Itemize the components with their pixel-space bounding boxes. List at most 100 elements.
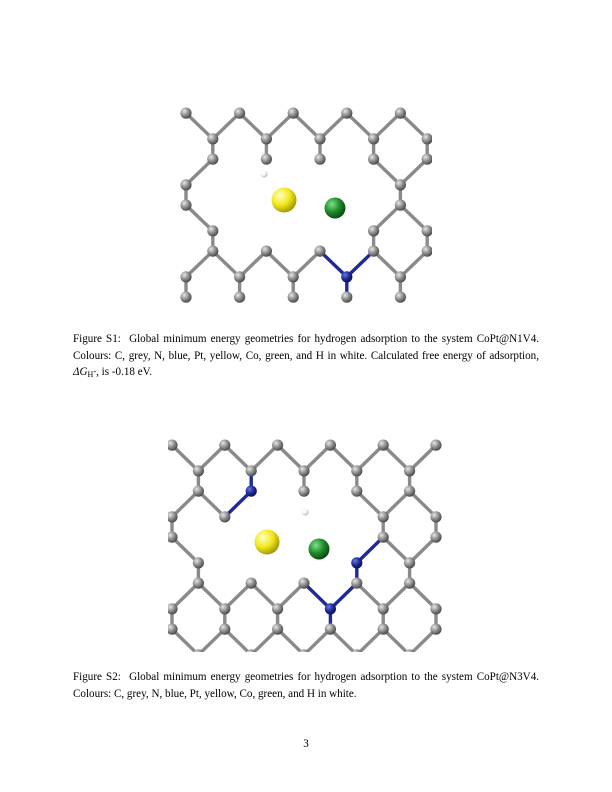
carbon-atom (351, 485, 363, 497)
carbon-atom (368, 245, 380, 257)
bond (355, 443, 385, 473)
carbon-atom (324, 623, 336, 635)
bond (398, 203, 429, 233)
carbon-atom (192, 465, 204, 477)
carbon-atom (299, 649, 309, 652)
bond (291, 111, 322, 141)
bond (302, 581, 333, 611)
bond (237, 249, 269, 279)
bond (398, 249, 429, 279)
bond (371, 249, 403, 279)
carbon-atom (377, 439, 389, 451)
carbon-atom (245, 577, 257, 589)
carbon-atom (219, 439, 231, 451)
carbon-atom (430, 623, 442, 635)
free-energy-superscript: * (93, 370, 97, 377)
carbon-atom (180, 199, 192, 211)
bond (371, 111, 403, 141)
bond (371, 203, 403, 233)
bond (249, 581, 280, 611)
nitrogen-atom (351, 557, 363, 569)
bond (170, 535, 201, 565)
carbon-atom (404, 649, 415, 652)
bond (318, 111, 349, 141)
figure-s1-caption-text: Global minimum energy geometries for hyd… (73, 333, 540, 362)
bond (381, 443, 412, 473)
carbon-atom (368, 225, 380, 237)
bond (328, 627, 357, 652)
platinum-atom (254, 529, 280, 555)
bond (381, 535, 412, 565)
bond (184, 203, 215, 233)
bond (357, 627, 385, 652)
bond (381, 581, 412, 611)
page-number: 3 (303, 738, 309, 750)
bond (407, 489, 438, 519)
carbon-atom (272, 603, 284, 615)
carbon-atom (341, 107, 353, 119)
nitrogen-atom (245, 485, 257, 497)
bond (381, 627, 410, 652)
nitrogen-atom (324, 603, 336, 615)
carbon-atom (394, 291, 406, 303)
carbon-atom (394, 271, 406, 283)
carbon-atom (394, 107, 406, 119)
bond (302, 443, 333, 473)
bond (196, 443, 227, 473)
bond (184, 157, 215, 187)
carbon-atom (168, 623, 178, 635)
figure-s2-caption: Figure S2: Global minimum energy geometr… (73, 669, 539, 702)
bond (184, 249, 215, 279)
carbon-atom (421, 133, 432, 145)
bond (355, 489, 385, 519)
bond (407, 535, 438, 565)
figure-s2-structure (168, 438, 444, 652)
carbon-atom (207, 133, 219, 145)
carbon-atom (298, 577, 310, 589)
carbon-atom (168, 439, 178, 451)
carbon-atom (324, 439, 336, 451)
carbon-atom (404, 465, 416, 477)
carbon-atom (272, 439, 284, 451)
figure-s2-label: Figure S2: (73, 671, 121, 684)
cobalt-atom (324, 197, 346, 219)
bond (304, 627, 333, 652)
hydrogen-atom (301, 508, 309, 516)
carbon-atom (260, 153, 272, 165)
bond (170, 581, 201, 611)
carbon-atom (368, 153, 380, 165)
nitrogen-atom (341, 271, 353, 283)
bond (170, 489, 201, 519)
bond (196, 581, 227, 611)
figure-s2-caption-text: Global minimum energy geometries for hyd… (73, 671, 540, 700)
carbon-atom (168, 531, 178, 543)
bond (371, 157, 403, 187)
carbon-atom (404, 577, 416, 589)
carbon-atom (287, 291, 299, 303)
carbon-atom (404, 557, 416, 569)
carbon-atom (168, 603, 178, 615)
bond (170, 627, 198, 652)
bond (211, 249, 242, 279)
carbon-atom (377, 511, 389, 523)
molecular-structure-s2 (168, 439, 442, 652)
figure-s1-caption-tail: , is -0.18 eV. (96, 366, 152, 379)
carbon-atom (219, 603, 231, 615)
free-energy-symbol: ΔG (73, 366, 88, 379)
carbon-atom (168, 511, 178, 523)
carbon-atom (272, 623, 284, 635)
carbon-atom (245, 465, 257, 477)
carbon-atom (421, 245, 432, 257)
carbon-atom (298, 465, 310, 477)
bond (264, 111, 295, 141)
carbon-atom (351, 649, 362, 652)
free-energy-subscript: H (87, 370, 94, 380)
bond (211, 111, 242, 141)
bond (223, 581, 253, 611)
carbon-atom (314, 133, 326, 145)
carbon-atom (287, 107, 299, 119)
bond (381, 489, 412, 519)
bond (407, 443, 438, 473)
bond (275, 443, 306, 473)
carbon-atom (430, 603, 442, 615)
